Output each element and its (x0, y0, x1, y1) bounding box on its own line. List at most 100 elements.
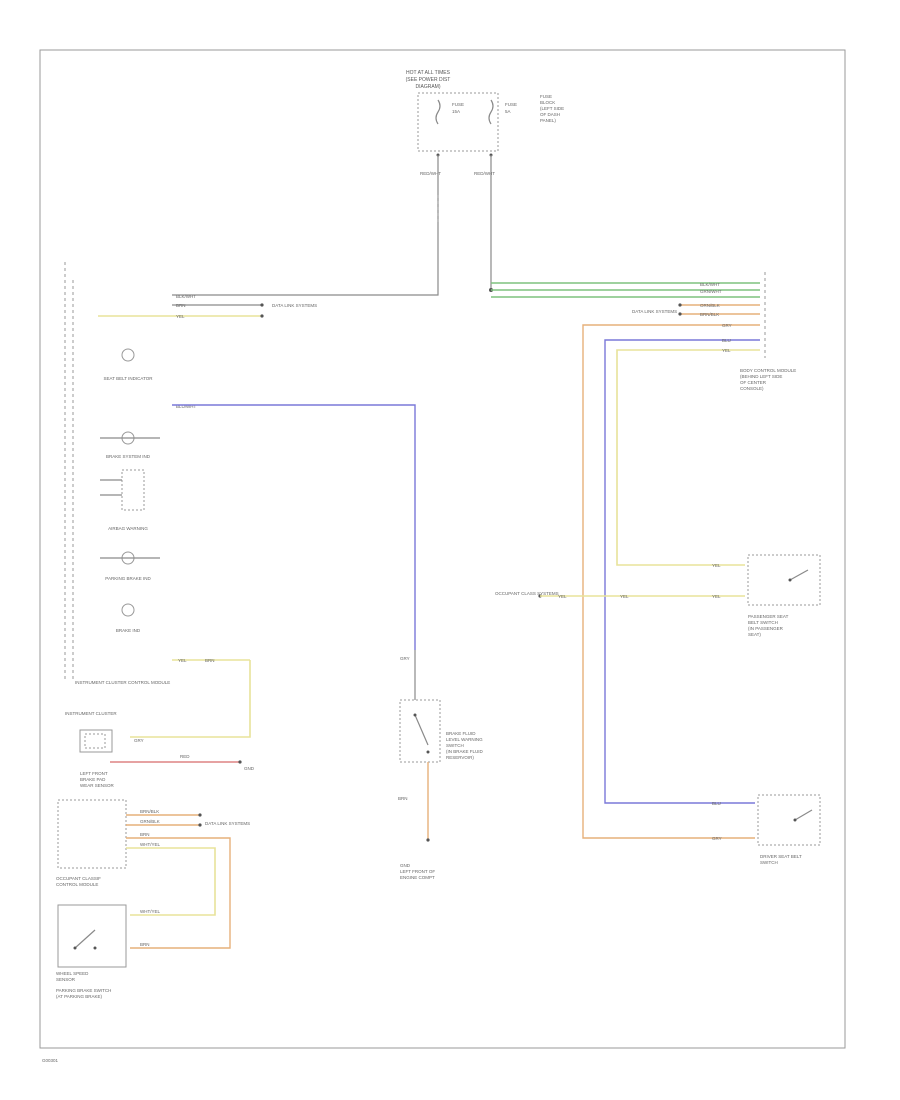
fuse1-rating: 15A (452, 109, 460, 114)
svg-text:WHEEL SPEED: WHEEL SPEED (56, 971, 89, 976)
svg-text:LEFT FRONT OF: LEFT FRONT OF (400, 869, 435, 874)
seat-belt-indicator: SEAT BELT INDICATOR (103, 348, 153, 381)
svg-text:PARKING BRAKE IND: PARKING BRAKE IND (105, 576, 151, 581)
svg-text:PARKING BRAKE SWITCH: PARKING BRAKE SWITCH (56, 988, 111, 993)
center-circuit: BLU/WHT GRY BRAKE FLUID LEVEL WARNING SW… (172, 404, 484, 880)
svg-text:OCCUPANT CLASSIF: OCCUPANT CLASSIF (56, 876, 101, 881)
svg-text:BRAKE IND: BRAKE IND (116, 628, 141, 633)
svg-text:OCCUPANT CLASS SYSTEMS: OCCUPANT CLASS SYSTEMS (495, 591, 559, 596)
parking-brake-indicator: PARKING BRAKE IND (100, 551, 160, 581)
brake-ind-lamp-icon (121, 603, 135, 617)
data-link-left: DATA LINK SYSTEMS (272, 303, 317, 308)
svg-text:YEL: YEL (620, 594, 629, 599)
svg-text:BLK/WHT: BLK/WHT (700, 282, 720, 287)
svg-text:YEL: YEL (178, 658, 187, 663)
left-fuse-wire-color: RED/WHT (420, 171, 441, 176)
footer-code: G00301 (42, 1058, 59, 1063)
driver-seat-belt-switch: BLU GRY DRIVER SEAT BELT SWITCH (712, 794, 821, 865)
svg-text:BLU: BLU (712, 801, 721, 806)
svg-text:RESERVOIR): RESERVOIR) (446, 755, 474, 760)
svg-text:YEL: YEL (558, 594, 567, 599)
fuse-side-label-2: BLOCK (540, 100, 555, 105)
svg-text:GRY: GRY (134, 738, 144, 743)
svg-text:ENGINE COMPT: ENGINE COMPT (400, 875, 435, 880)
svg-text:(IN BRAKE FLUID: (IN BRAKE FLUID (446, 749, 484, 754)
body-control-module: BLK/WHT GRN/WHT ORN/BLK BRN/BLK DATA LIN… (491, 272, 796, 839)
fuse-block-outline (417, 92, 499, 152)
left-front-sensor: GRY RED GND LEFT FRONT BRAKE PAD WEAR SE… (79, 729, 255, 788)
svg-text:BRAKE SYSTEM IND: BRAKE SYSTEM IND (106, 454, 151, 459)
svg-text:GRY: GRY (400, 656, 410, 661)
svg-text:INSTRUMENT CLUSTER: INSTRUMENT CLUSTER (65, 711, 117, 716)
fuse1-symbol (435, 99, 441, 125)
svg-text:BLU: BLU (722, 338, 731, 343)
svg-text:INSTRUMENT CLUSTER CONTROL MOD: INSTRUMENT CLUSTER CONTROL MODULE (75, 680, 170, 685)
cluster-connector: YEL BRN INSTRUMENT CLUSTER CONTROL MODUL… (65, 658, 251, 738)
occupant-class-module: BRN/BLK GRN/BLK DATA LINK SYSTEMS BRN WH… (56, 799, 250, 949)
svg-text:PASSENGER SEAT: PASSENGER SEAT (748, 614, 789, 619)
svg-text:(IN PASSENGER: (IN PASSENGER (748, 626, 784, 631)
svg-text:SEAT BELT INDICATOR: SEAT BELT INDICATOR (103, 376, 153, 381)
svg-text:SEAT): SEAT) (748, 632, 761, 637)
svg-text:BODY CONTROL MODULE: BODY CONTROL MODULE (740, 368, 796, 373)
svg-text:GRY: GRY (722, 323, 732, 328)
svg-text:BRN: BRN (140, 942, 150, 947)
fuse-block-title-2: (SEE POWER DIST (406, 77, 451, 83)
svg-text:ORN/BLK: ORN/BLK (700, 303, 720, 308)
fuse-block: HOT AT ALL TIMES (SEE POWER DIST DIAGRAM… (406, 70, 565, 176)
svg-text:BRN/BLK: BRN/BLK (140, 809, 159, 814)
svg-text:DATA LINK SYSTEMS: DATA LINK SYSTEMS (632, 309, 677, 314)
fuse-side-label-1: FUSE (540, 94, 552, 99)
svg-text:GRY: GRY (712, 836, 722, 841)
svg-text:RED: RED (180, 754, 190, 759)
svg-text:(BEHIND LEFT SIDE: (BEHIND LEFT SIDE (740, 374, 782, 379)
brake-indicator: BRAKE IND (116, 603, 141, 633)
svg-text:SWITCH: SWITCH (446, 743, 464, 748)
svg-text:WHT/YEL: WHT/YEL (140, 842, 160, 847)
fuse-block-title-3: DIAGRAM) (416, 84, 441, 90)
svg-text:GRN/BLK: GRN/BLK (140, 819, 160, 824)
seat-belt-lamp-icon (121, 348, 135, 362)
fuse-side-label-3: (LEFT SIDE (540, 106, 564, 111)
fluid-switch-blade (414, 714, 429, 746)
svg-text:YEL: YEL (712, 594, 721, 599)
fuse2-rating: 5A (505, 109, 511, 114)
svg-text:BLU/WHT: BLU/WHT (176, 404, 197, 409)
svg-text:OF CENTER: OF CENTER (740, 380, 767, 385)
fuse2-symbol (488, 99, 494, 125)
fuse-side-label-5: PANEL) (540, 118, 556, 123)
svg-text:BRN: BRN (398, 796, 408, 801)
svg-text:GND: GND (400, 863, 411, 868)
svg-text:BRAKE PAD: BRAKE PAD (80, 777, 106, 782)
tl-pin1-color: BLK/WHT (176, 294, 196, 299)
svg-text:SENSOR: SENSOR (56, 977, 76, 982)
svg-text:WHT/YEL: WHT/YEL (140, 909, 160, 914)
svg-text:CONTROL MODULE: CONTROL MODULE (56, 882, 98, 887)
svg-text:AIRBAG WARNING: AIRBAG WARNING (108, 526, 148, 531)
svg-text:CONSOLE): CONSOLE) (740, 386, 764, 391)
diagram-frame (39, 49, 846, 1049)
fuse-side-label-4: OF DASH (540, 112, 560, 117)
svg-text:BRAKE FLUID: BRAKE FLUID (446, 731, 476, 736)
svg-text:LEFT FRONT: LEFT FRONT (80, 771, 108, 776)
svg-text:BRN/BLK: BRN/BLK (700, 312, 719, 317)
wire-left-feed (172, 155, 439, 296)
tl-pin2-color: BRN (176, 303, 186, 308)
svg-text:BRN: BRN (140, 832, 150, 837)
fuse-block-title-1: HOT AT ALL TIMES (406, 70, 451, 76)
brake-system-indicator: BRAKE SYSTEM IND AIRBAG WARNING (100, 431, 160, 531)
svg-text:DATA LINK SYSTEMS: DATA LINK SYSTEMS (205, 821, 250, 826)
svg-text:SWITCH: SWITCH (760, 860, 778, 865)
passenger-seat-belt-switch: OCCUPANT CLASS SYSTEMS YEL YEL YEL YEL P… (495, 554, 821, 637)
svg-text:WEAR SENSOR: WEAR SENSOR (80, 783, 115, 788)
svg-text:LEVEL WARNING: LEVEL WARNING (446, 737, 483, 742)
svg-text:YEL: YEL (712, 563, 721, 568)
svg-text:GND: GND (244, 766, 255, 771)
fuse2-label: FUSE (505, 102, 517, 107)
tl-pin3-color: YEL (176, 314, 185, 319)
top-left-connector: BLK/WHT BRN YEL DATA LINK SYSTEMS (98, 294, 317, 319)
svg-text:YEL: YEL (722, 348, 731, 353)
svg-text:GRN/WHT: GRN/WHT (700, 289, 722, 294)
svg-text:BRN: BRN (205, 658, 215, 663)
